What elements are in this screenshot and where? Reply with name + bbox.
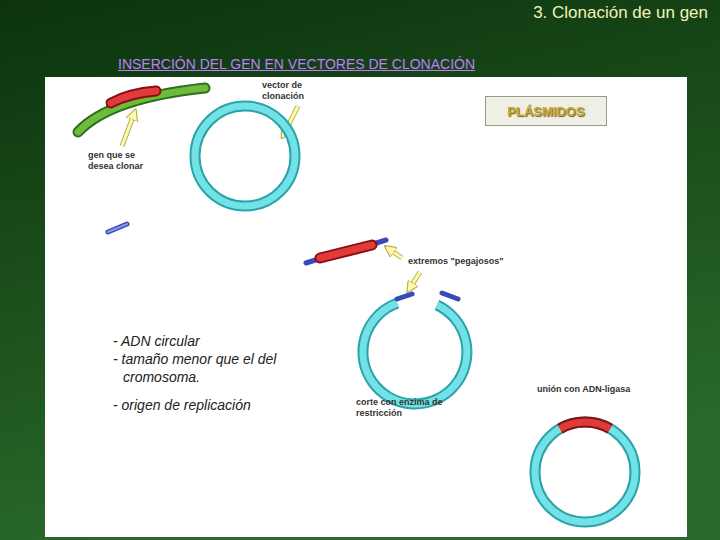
dna-fragment [108,224,127,232]
heading-box: PLÁSMIDOS [485,96,607,126]
callout-label: extremos "pegajosos" [408,256,528,267]
plasmid-circle [195,106,295,206]
gene-segment [111,91,156,103]
pointer-arrow [410,272,420,288]
feature-item: - origen de replicación [113,396,343,414]
slide-title: 3. Clonación de un gen [533,3,708,23]
callout-label: gen que se desea clonar [88,150,152,172]
feature-item: - ADN circular [113,332,343,350]
pointer-arrow [389,249,402,258]
white-panel [45,77,687,537]
sticky-end [442,293,458,299]
sticky-end [397,294,412,299]
open-plasmid [363,303,467,404]
pointer-arrow [410,272,420,288]
recombinant-plasmid [535,422,635,522]
plasmid-circle [195,106,295,206]
feature-item: - tamaño menor que el del cromosoma. [113,350,338,386]
recombinant-plasmid [535,422,635,522]
dna-strand [78,88,205,132]
dna-fragment [108,224,127,232]
gene-segment [320,245,372,258]
dna-strand [78,88,205,132]
callout-label: unión con ADN-ligasa [537,384,677,395]
pointer-arrow [122,114,134,146]
box-title: PLÁSMIDOS [507,104,584,119]
callout-label: corte con enzima de restricción [356,397,456,419]
gene-segment [320,245,372,258]
gene-segment [560,422,610,429]
gene-segment [111,91,156,103]
gene-segment [560,422,610,429]
section-heading: INSERCIÓN DEL GEN EN VECTORES DE CLONACI… [118,55,598,73]
pointer-arrow [389,249,402,258]
pointer-arrow [122,114,134,146]
open-plasmid [363,303,467,404]
callout-label: vector de clonación [262,80,322,102]
